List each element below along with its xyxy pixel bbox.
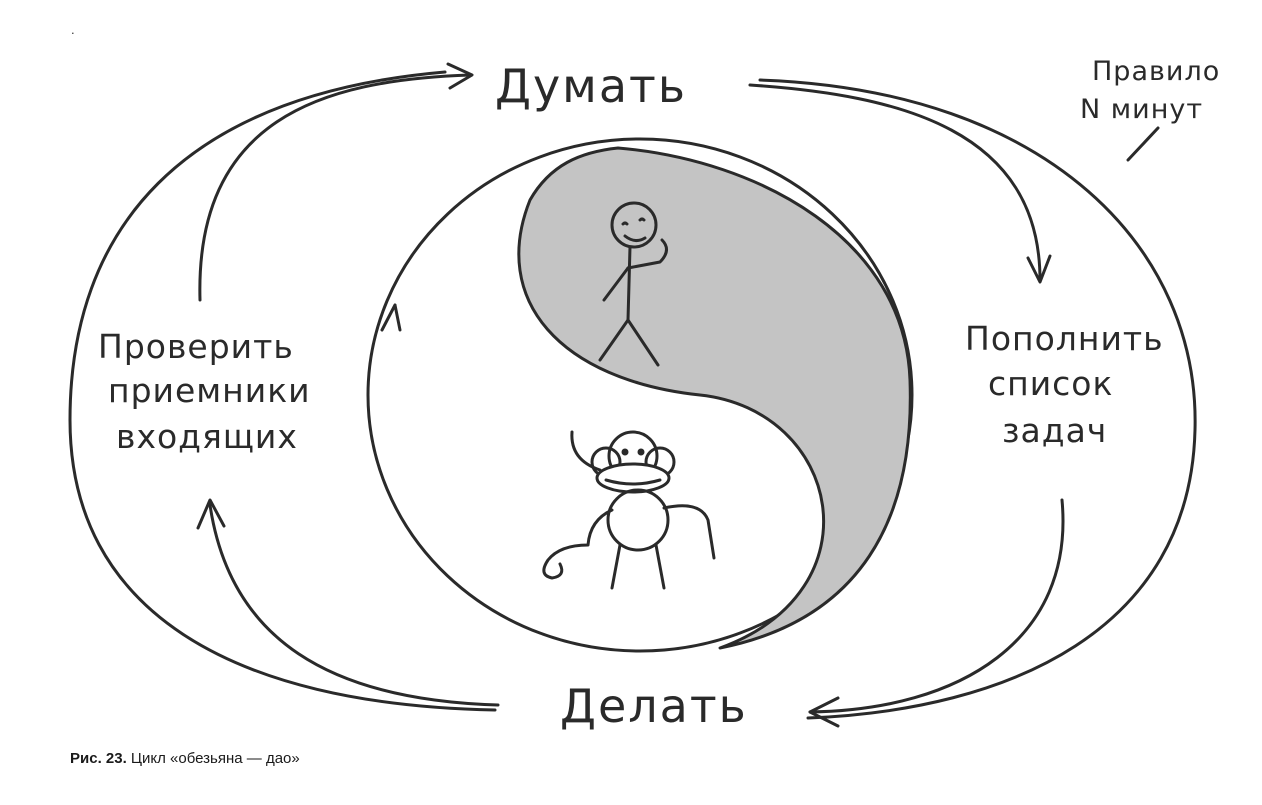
label-refill-line2: список	[988, 364, 1113, 403]
arrow-head-think	[446, 62, 474, 90]
inner-arrow-left	[380, 303, 402, 332]
rule-pointer	[1126, 126, 1160, 162]
label-check-line1: Проверить	[98, 327, 294, 366]
arrow-think-to-refill	[748, 83, 1042, 282]
page-dot: .	[71, 22, 75, 37]
stick-figure-icon	[598, 201, 668, 367]
arrow-refill-to-do	[808, 498, 1065, 714]
arrow-head-refill	[1026, 254, 1052, 284]
yin-yang-grey-half	[517, 146, 912, 650]
label-think: Думать	[495, 59, 687, 113]
label-rule-line1: Правило	[1092, 56, 1220, 87]
monkey-icon	[542, 430, 716, 590]
label-check-line3: входящих	[116, 417, 298, 456]
arrow-head-do-right	[808, 696, 840, 728]
arrow-do-to-check	[208, 503, 500, 707]
outer-loop-right	[758, 78, 1197, 720]
caption-label: Рис. 23.	[70, 750, 127, 767]
label-refill-line3: задач	[1002, 411, 1107, 450]
label-rule-line2: N минут	[1080, 94, 1203, 125]
outer-loop-left	[68, 70, 497, 712]
arrow-head-check	[196, 498, 226, 530]
label-refill-line1: Пополнить	[965, 319, 1164, 358]
arrow-check-to-think	[198, 73, 472, 302]
label-check-line2: приемники	[108, 371, 311, 410]
figure-caption: Рис. 23. Цикл «обезьяна — дао»	[70, 750, 300, 767]
caption-text: Цикл «обезьяна — дао»	[126, 750, 300, 767]
label-do: Делать	[560, 679, 748, 733]
